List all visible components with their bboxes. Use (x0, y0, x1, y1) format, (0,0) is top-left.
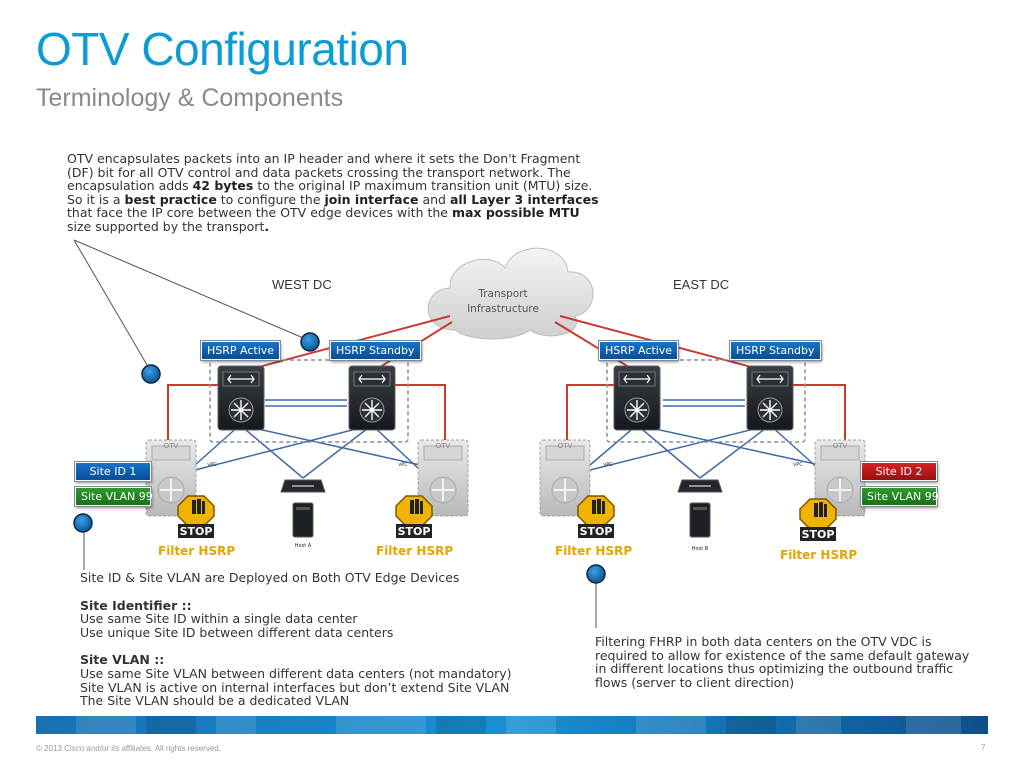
stop-text: STOP (398, 525, 431, 538)
stop-sign-icon: STOP (177, 495, 215, 538)
stop-text: STOP (180, 525, 213, 538)
server-host-a: Host A (292, 502, 314, 549)
callout-line-2 (73, 239, 309, 341)
hsrp-standby-west-badge: HSRP Standby (330, 341, 421, 360)
internal-links (194, 399, 821, 479)
vdc-boxes (209, 359, 806, 443)
agg-switch-west-2 (348, 365, 396, 431)
filter-hsrp-label: Filter HSRP (780, 548, 858, 562)
mtu-note: OTV encapsulates packets into an IP head… (67, 152, 607, 234)
mtu-note-text-2: to the original IP maximum transition un… (67, 178, 593, 207)
fhrp-note: Filtering FHRP in both data centers on t… (595, 634, 970, 690)
callout-dot (300, 332, 320, 352)
mtu-note-bold-2: best practice (124, 191, 217, 207)
mtu-note-bold-3: join interface (324, 191, 419, 207)
west-dc-label: WEST DC (272, 277, 332, 292)
site-notes-intro: Site ID & Site VLAN are Deployed on Both… (80, 570, 460, 585)
mtu-note-bold-5: max possible MTU (451, 205, 580, 221)
filter-hsrp-label: Filter HSRP (555, 544, 633, 558)
agg-switch-east-2 (746, 365, 794, 431)
site-identifier-item: Use same Site ID within a single data ce… (80, 611, 358, 627)
site-identifier-heading: Site Identifier :: (80, 597, 192, 613)
stop-sign-icon: STOP (799, 498, 837, 541)
host-b-label: Host B (692, 546, 709, 552)
site-id-1-badge: Site ID 1 (75, 462, 151, 481)
callout-dot (141, 364, 161, 384)
filter-hsrp-label: Filter HSRP (158, 544, 236, 558)
cloud-label-2: Infrastructure (467, 303, 539, 315)
page-number: 7 (981, 743, 986, 752)
site-vlan-item: Use same Site VLAN between different dat… (80, 665, 512, 681)
callout-dot (586, 564, 606, 584)
transport-cloud: Transport Infrastructure (427, 247, 594, 340)
hsrp-active-west-badge: HSRP Active (201, 341, 281, 360)
hsrp-standby-east-badge: HSRP Standby (730, 341, 821, 360)
stop-text: STOP (580, 525, 613, 538)
site-vlan-item: Site VLAN is active on internal interfac… (80, 679, 510, 695)
site-vlan-item: The Site VLAN should be a dedicated VLAN (80, 693, 350, 709)
vpc-label-w2: vPC (398, 462, 408, 468)
site-vlan-west-badge: Site VLAN 99 (75, 487, 153, 506)
vpc-label-w1: vPC (207, 462, 217, 468)
hsrp-active-east-badge: HSRP Active (599, 341, 679, 360)
stop-sign-icon: STOP (577, 495, 615, 538)
otv-label-w2: OTV (436, 442, 451, 450)
otv-edge-east-1 (539, 439, 591, 517)
cloud-label-1: Transport (477, 288, 527, 300)
site-vlan-east-badge: Site VLAN 99 (861, 487, 939, 506)
mtu-note-text-6: size supported by the transport (67, 218, 265, 234)
mtu-note-bold-6: . (264, 218, 270, 234)
mtu-note-text-1: OTV encapsulates packets into an IP head… (67, 151, 581, 194)
mtu-note-text-5: that face the IP core between the OTV ed… (67, 205, 452, 221)
page-title: OTV Configuration (36, 23, 409, 75)
stop-sign-icon: STOP (395, 495, 433, 538)
vpc-label-e1: vPC (603, 462, 613, 468)
site-identifier-item: Use unique Site ID between different dat… (80, 624, 394, 640)
east-dc-label: EAST DC (673, 277, 730, 292)
host-a-label: Host A (295, 543, 312, 549)
server-host-b: Host B (689, 502, 711, 552)
otv-label-w1: OTV (164, 442, 179, 450)
mtu-note-text-4: and (418, 191, 450, 207)
footer-bar (36, 716, 988, 734)
mtu-note-bold-4: all Layer 3 interfaces (449, 191, 599, 207)
site-id-2-badge: Site ID 2 (861, 462, 937, 481)
access-switch-west (280, 479, 326, 493)
agg-switch-east-1 (613, 365, 661, 431)
otv-edge-west-1 (145, 439, 197, 517)
vpc-label-e2: vPC (793, 462, 803, 468)
access-switch-east (677, 479, 723, 493)
otv-edge-west-2 (417, 439, 469, 517)
page-subtitle: Terminology & Components (36, 84, 344, 112)
filter-hsrp-label: Filter HSRP (376, 544, 454, 558)
mtu-note-text-3: to configure the (216, 191, 325, 207)
otv-label-e1: OTV (558, 442, 573, 450)
site-vlan-heading: Site VLAN :: (80, 652, 165, 668)
stop-text: STOP (802, 528, 835, 541)
callout-line-1 (73, 239, 151, 371)
callout-dot (73, 513, 93, 533)
site-notes: Site ID & Site VLAN are Deployed on Both… (80, 571, 580, 708)
otv-edge-east-2 (814, 439, 866, 517)
copyright: © 2013 Cisco and/or its affiliates. All … (36, 744, 221, 753)
mtu-note-bold-1: 42 bytes (192, 178, 254, 194)
otv-label-e2: OTV (833, 442, 848, 450)
agg-switch-west-1 (217, 365, 265, 431)
